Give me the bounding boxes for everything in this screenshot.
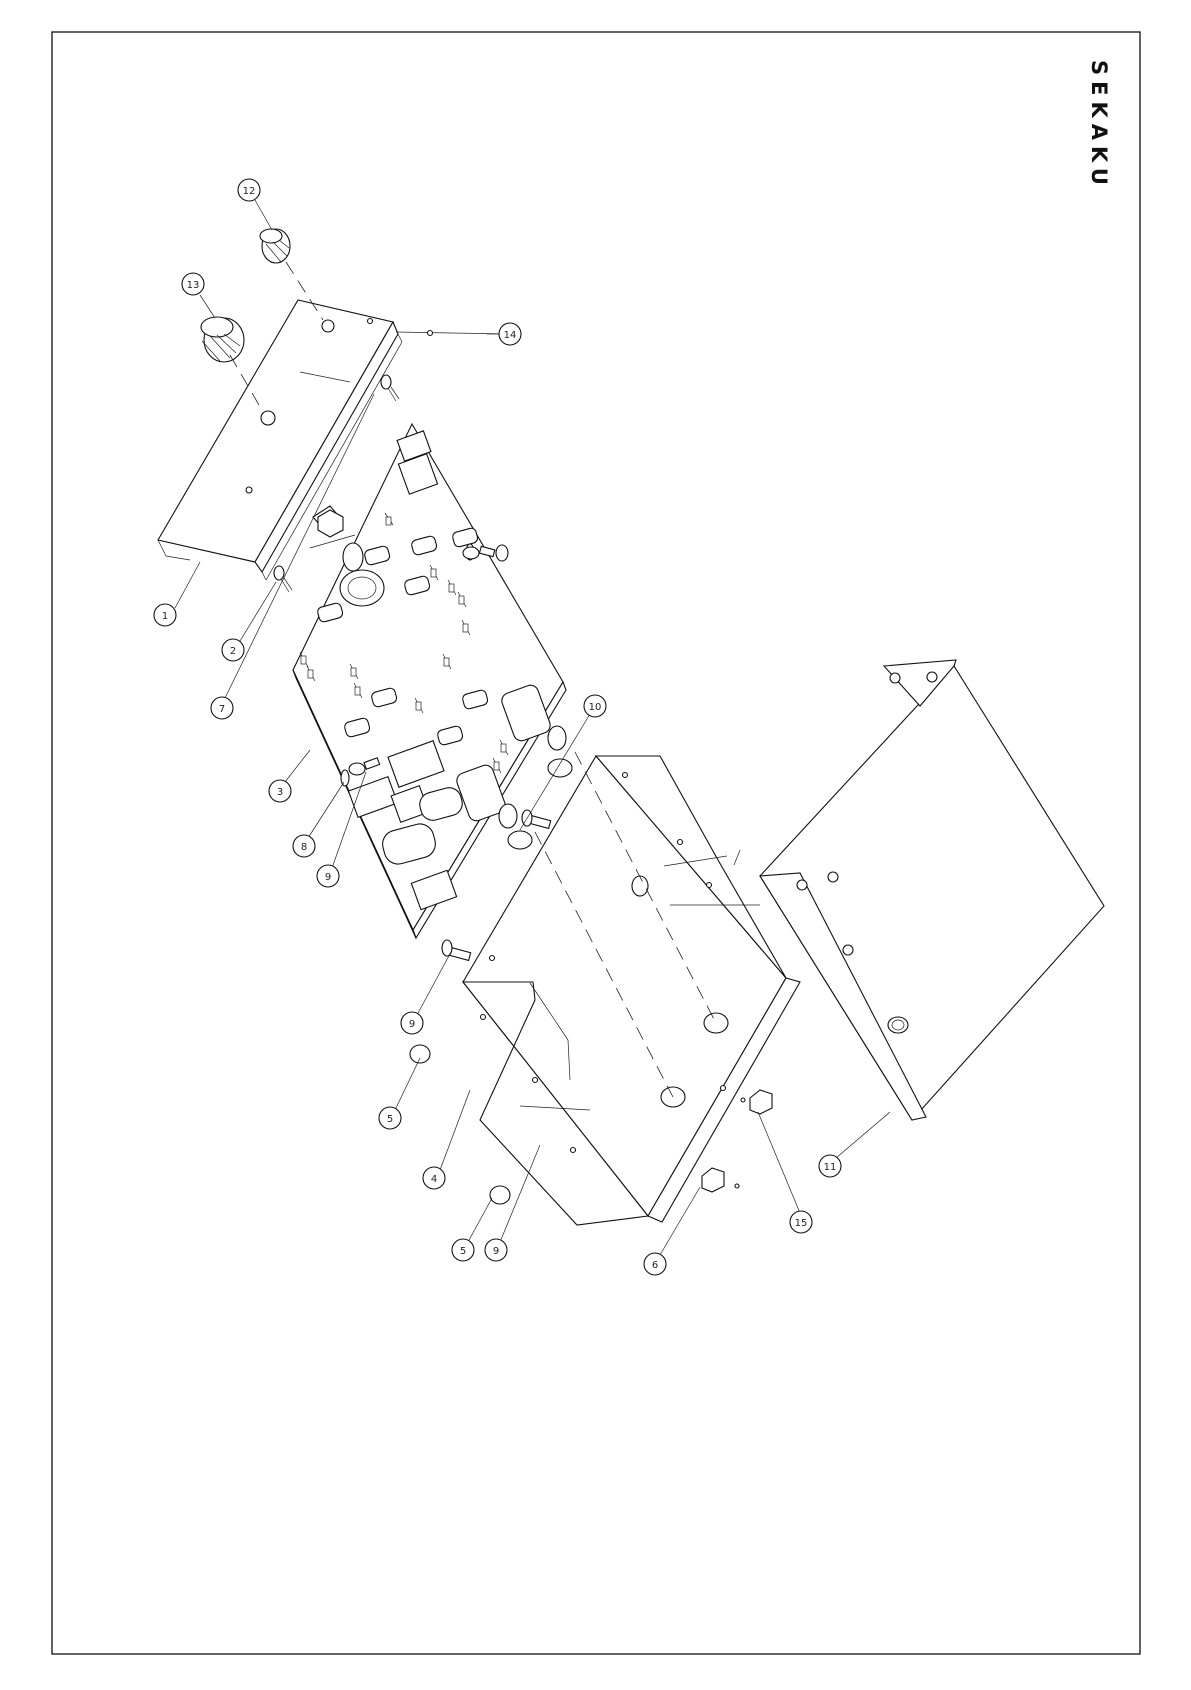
pcb-board (293, 424, 566, 938)
callout-label: 2 (230, 646, 236, 657)
callout-2: 2 (222, 639, 244, 661)
callout-label: 7 (219, 704, 225, 715)
callout-13: 13 (182, 273, 204, 295)
callout-label: 5 (460, 1246, 466, 1257)
callout-12: 12 (238, 179, 260, 201)
callout-label: 9 (493, 1246, 499, 1257)
callout-14: 14 (499, 323, 521, 345)
callout-5b: 5 (452, 1239, 474, 1261)
callout-9b: 9 (401, 1012, 423, 1034)
callout-label: 5 (387, 1114, 393, 1125)
brand-logo: SEKAKU (1088, 60, 1110, 220)
callout-9c: 9 (485, 1239, 507, 1261)
callout-10: 10 (584, 695, 606, 717)
callout-label: 1 (162, 611, 168, 622)
callout-label: 6 (652, 1260, 658, 1271)
callout-label: 9 (409, 1019, 415, 1030)
callout-label: 11 (824, 1162, 837, 1173)
callout-15: 15 (790, 1211, 812, 1233)
callout-label: 12 (243, 186, 256, 197)
callout-label: 4 (431, 1174, 437, 1185)
callout-label: 3 (277, 787, 283, 798)
callout-5a: 5 (379, 1107, 401, 1129)
callout-label: 13 (187, 280, 200, 291)
top-cover (760, 660, 1104, 1120)
callout-9a: 9 (317, 865, 339, 887)
callout-label: 9 (325, 872, 331, 883)
callout-3: 3 (269, 780, 291, 802)
callout-label: 8 (301, 842, 307, 853)
callout-4: 4 (423, 1167, 445, 1189)
brand-name: SEKAKU (1088, 60, 1110, 220)
callout-6: 6 (644, 1253, 666, 1275)
callout-label: 15 (795, 1218, 808, 1229)
callout-label: 14 (504, 330, 517, 341)
callout-8: 8 (293, 835, 315, 857)
led-right (381, 375, 399, 401)
callout-1: 1 (154, 604, 176, 626)
callout-label: 10 (589, 702, 602, 713)
callout-7: 7 (211, 697, 233, 719)
callout-11: 11 (819, 1155, 841, 1177)
